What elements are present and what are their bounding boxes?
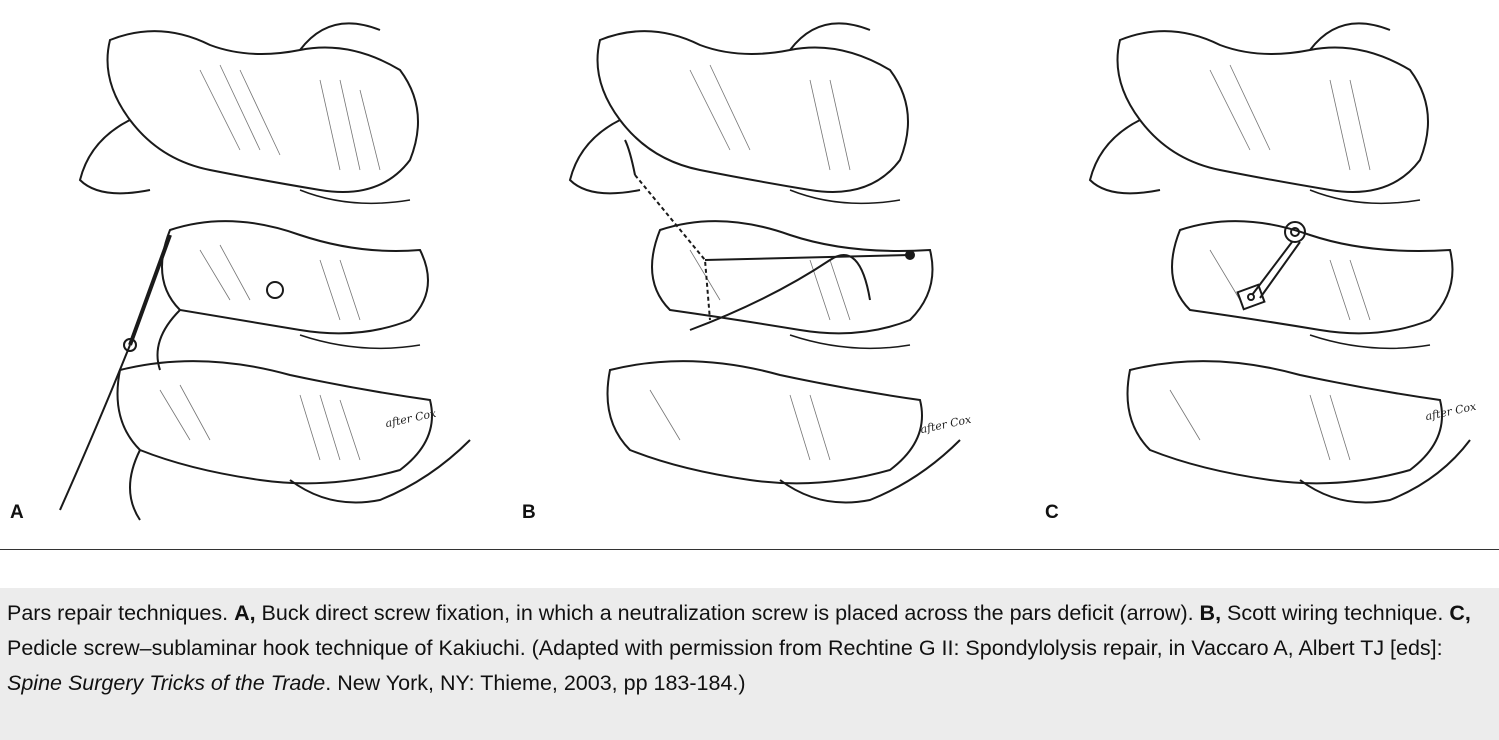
panel-b: B after Cox [510, 0, 1010, 548]
figure-caption: Pars repair techniques. A, Buck direct s… [7, 596, 1487, 701]
figure-area: A after Cox [0, 0, 1499, 548]
caption-text-a: Buck direct screw fixation, in which a n… [255, 601, 1200, 625]
spine-screw-hook-illustration [1088, 22, 1471, 504]
caption-box: Pars repair techniques. A, Buck direct s… [0, 588, 1499, 740]
caption-label-c: C, [1449, 601, 1471, 625]
caption-label-a: A, [234, 601, 256, 625]
caption-label-b: B, [1199, 601, 1222, 625]
caption-intro: Pars repair techniques. [7, 601, 235, 625]
caption-text-b: Scott wiring technique. [1221, 601, 1450, 625]
caption-end: . New York, NY: Thieme, 2003, pp 183-184… [325, 671, 746, 695]
spine-screw-fixation-illustration [59, 22, 471, 521]
panel-a: A after Cox [0, 0, 500, 548]
caption-text-c: Pedicle screw–sublaminar hook technique … [7, 636, 1443, 660]
caption-divider [0, 549, 1499, 550]
panel-label-b: B [522, 502, 536, 523]
caption-book-title: Spine Surgery Tricks of the Trade [7, 671, 326, 695]
panel-label-c: C [1045, 502, 1059, 523]
panel-label-a: A [10, 502, 24, 523]
panel-c: C after Cox [1030, 0, 1499, 548]
spine-wiring-illustration [568, 22, 961, 504]
